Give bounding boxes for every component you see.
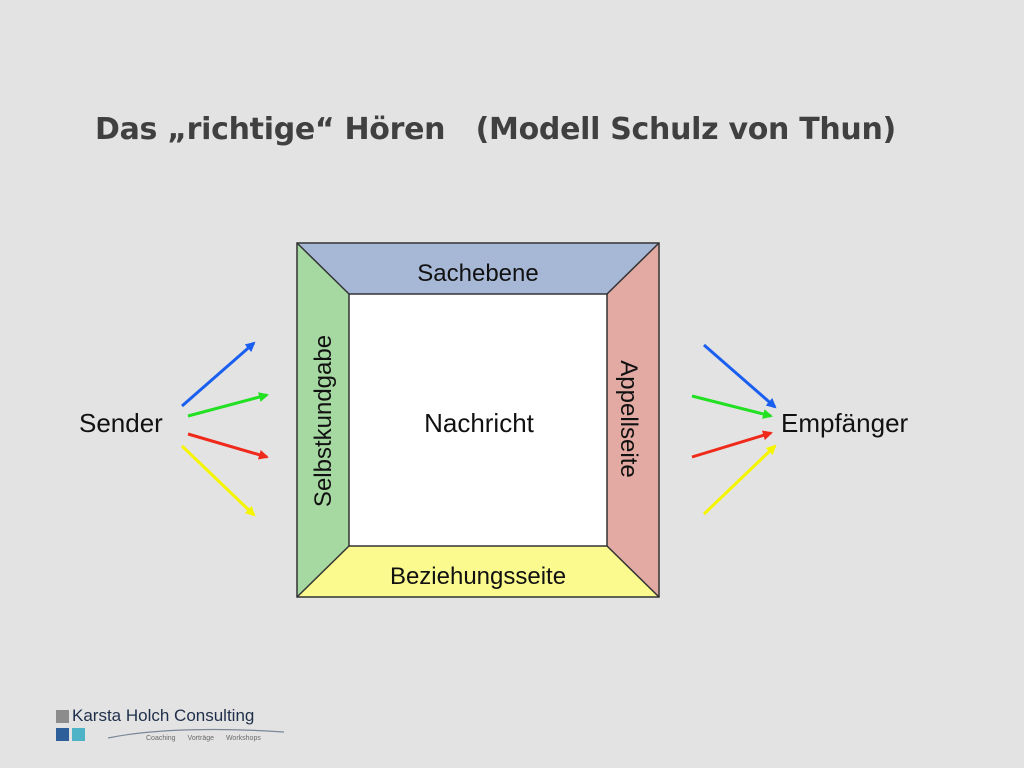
- corner-line-bl: [296, 545, 350, 598]
- outer-border: [296, 242, 660, 598]
- arrow-receiver-blue: [703, 343, 777, 409]
- logo-tagline-item: Workshops: [225, 735, 261, 742]
- arrow-receiver-red: [691, 430, 773, 459]
- logo-tagline-item: Vorträge: [187, 735, 214, 742]
- company-logo: Karsta Holch Consulting Coaching Vorträg…: [56, 706, 296, 748]
- logo-swoosh: [107, 728, 285, 739]
- arrow-sender-green: [187, 392, 269, 418]
- corner-line-tl: [296, 242, 350, 295]
- side-top-sachebene: [297, 243, 659, 294]
- logo-company-name: Karsta Holch Consulting: [72, 706, 255, 725]
- corner-line-tr: [606, 242, 660, 295]
- side-bottom-beziehungsseite: [297, 546, 659, 597]
- arrow-sender-blue: [181, 341, 256, 408]
- arrow-receiver-yellow: [702, 444, 777, 516]
- logo-square-teal: [72, 728, 85, 741]
- label-appellseite: Appellseite: [615, 360, 642, 477]
- arrow-sender-red: [187, 432, 269, 460]
- logo-tagline-item: Coaching: [146, 735, 176, 742]
- arrow-receiver-green: [691, 394, 773, 419]
- inner-border: [348, 293, 608, 547]
- logo-square-blue: [56, 728, 69, 741]
- side-right-appellseite: [607, 243, 659, 597]
- label-empfaenger: Empfänger: [781, 408, 909, 438]
- logo-square-gray: [56, 710, 69, 723]
- slide-title: Das „richtige“ Hören (Modell Schulz von …: [95, 112, 896, 147]
- label-sender: Sender: [79, 408, 163, 438]
- label-beziehungsseite: Beziehungsseite: [390, 563, 566, 590]
- arrow-sender-yellow: [180, 444, 256, 517]
- center-nachricht-box: [349, 294, 607, 546]
- label-nachricht: Nachricht: [424, 408, 535, 438]
- label-sachebene: Sachebene: [417, 260, 538, 287]
- side-left-selbstkundgabe: [297, 243, 349, 597]
- corner-line-br: [606, 545, 660, 598]
- logo-tagline: Coaching Vorträge Workshops: [146, 735, 271, 742]
- label-selbstkundgabe: Selbstkundgabe: [310, 335, 337, 507]
